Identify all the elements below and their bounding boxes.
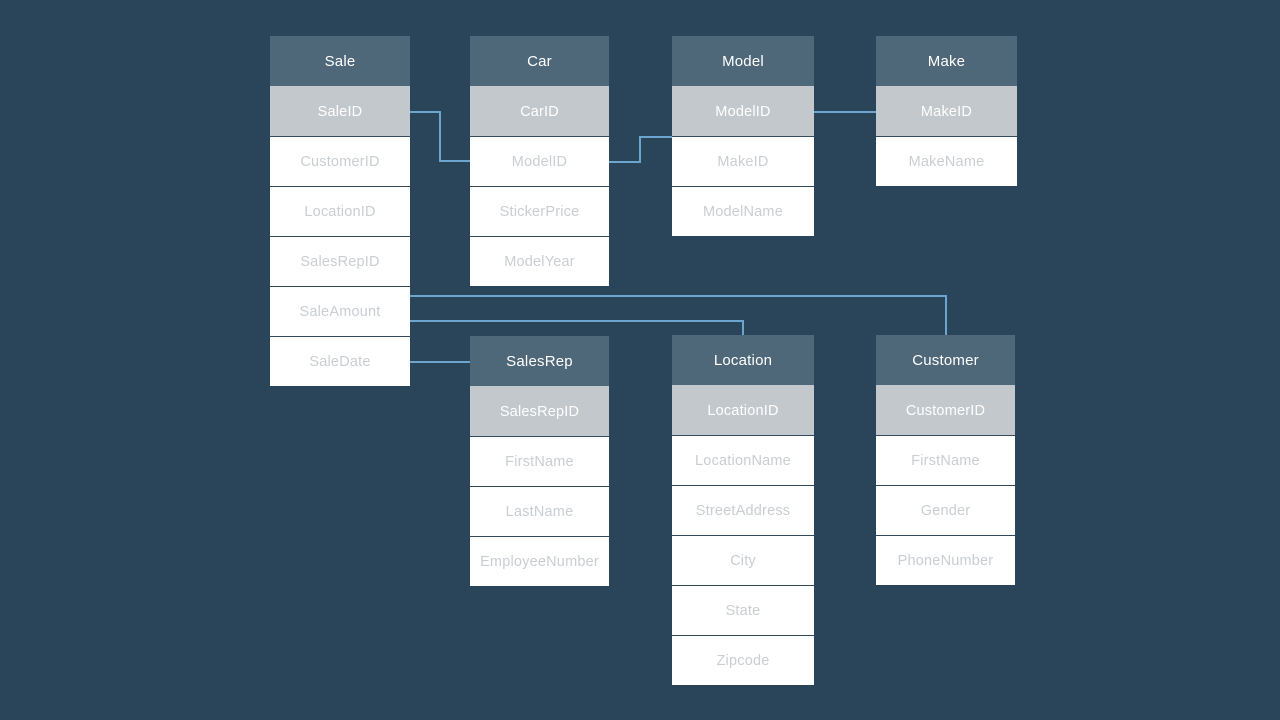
- primary-key-field-model-modelid[interactable]: ModelID: [672, 86, 814, 136]
- field-sale-saledate[interactable]: SaleDate: [270, 336, 410, 386]
- entity-title-car: Car: [470, 36, 609, 86]
- field-model-modelname[interactable]: ModelName: [672, 186, 814, 236]
- field-location-locationname[interactable]: LocationName: [672, 435, 814, 485]
- field-location-zipcode[interactable]: Zipcode: [672, 635, 814, 685]
- primary-key-field-salesrep-salesrepid[interactable]: SalesRepID: [470, 386, 609, 436]
- field-sale-salesrepid[interactable]: SalesRepID: [270, 236, 410, 286]
- field-sale-locationid[interactable]: LocationID: [270, 186, 410, 236]
- connector-sale-location: [409, 320, 744, 336]
- field-sale-customerid[interactable]: CustomerID: [270, 136, 410, 186]
- field-location-city[interactable]: City: [672, 535, 814, 585]
- field-make-makename[interactable]: MakeName: [876, 136, 1017, 186]
- field-salesrep-employeenumber[interactable]: EmployeeNumber: [470, 536, 609, 586]
- field-customer-firstname[interactable]: FirstName: [876, 435, 1015, 485]
- field-customer-gender[interactable]: Gender: [876, 485, 1015, 535]
- field-customer-phonenumber[interactable]: PhoneNumber: [876, 535, 1015, 585]
- primary-key-field-car-carid[interactable]: CarID: [470, 86, 609, 136]
- primary-key-field-make-makeid[interactable]: MakeID: [876, 86, 1017, 136]
- field-model-makeid[interactable]: MakeID: [672, 136, 814, 186]
- primary-key-field-customer-customerid[interactable]: CustomerID: [876, 385, 1015, 435]
- primary-key-field-location-locationid[interactable]: LocationID: [672, 385, 814, 435]
- entity-title-model: Model: [672, 36, 814, 86]
- entity-title-location: Location: [672, 335, 814, 385]
- entity-title-make: Make: [876, 36, 1017, 86]
- field-salesrep-firstname[interactable]: FirstName: [470, 436, 609, 486]
- field-car-modelid[interactable]: ModelID: [470, 136, 609, 186]
- primary-key-field-sale-saleid[interactable]: SaleID: [270, 86, 410, 136]
- connector-sale-car: [409, 111, 471, 162]
- connector-car-model: [608, 136, 673, 163]
- field-location-state[interactable]: State: [672, 585, 814, 635]
- entity-title-customer: Customer: [876, 335, 1015, 385]
- field-location-streetaddress[interactable]: StreetAddress: [672, 485, 814, 535]
- field-salesrep-lastname[interactable]: LastName: [470, 486, 609, 536]
- entity-title-salesrep: SalesRep: [470, 336, 609, 386]
- field-car-stickerprice[interactable]: StickerPrice: [470, 186, 609, 236]
- field-car-modelyear[interactable]: ModelYear: [470, 236, 609, 286]
- entity-title-sale: Sale: [270, 36, 410, 86]
- field-sale-saleamount[interactable]: SaleAmount: [270, 286, 410, 336]
- connector-sale-customer: [409, 295, 947, 336]
